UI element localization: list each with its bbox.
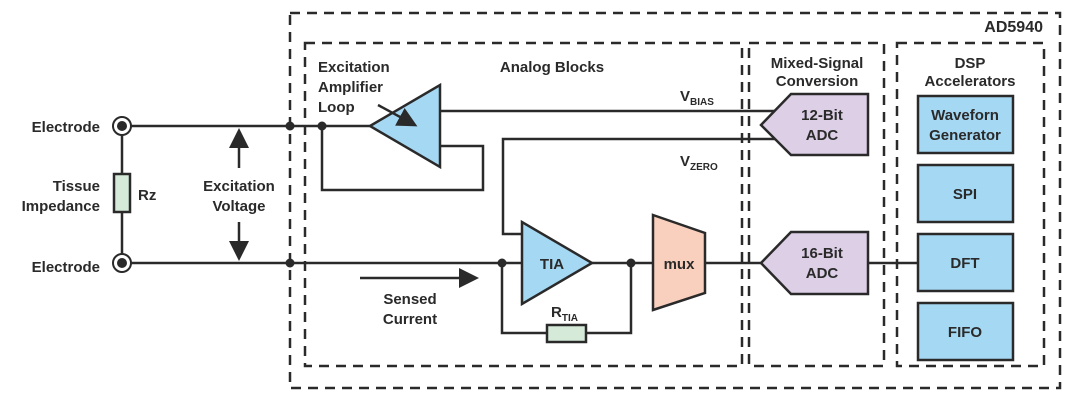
electrode-bottom-label: Electrode [32, 259, 100, 276]
analog-blocks-title: Analog Blocks [500, 59, 604, 76]
dft-label: DFT [950, 255, 979, 272]
tia-amplifier [520, 219, 595, 307]
mixed-signal-title-line2: Conversion [776, 73, 859, 90]
excitation-amplifier [367, 82, 442, 170]
mux-block [651, 213, 707, 312]
waveform-generator-block [916, 94, 1015, 155]
rtia-feedback-wire [500, 263, 547, 335]
spi-label: SPI [953, 186, 977, 203]
amp-feedback-wire [320, 126, 485, 192]
vzero-label: VZERO [680, 153, 718, 173]
mixed-signal-title-line1: Mixed-Signal [771, 55, 864, 72]
adc16-label-line1: 16-Bit [801, 245, 843, 262]
adc16-label-line2: ADC [806, 265, 839, 282]
rtia-subscript: TIA [562, 313, 578, 324]
vzero-subscript: ZERO [690, 162, 718, 173]
waveform-generator-line2: Generator [929, 127, 1001, 144]
adc12-label-line1: 12-Bit [801, 107, 843, 124]
adc-12bit [759, 92, 870, 157]
excitation-voltage-line2: Voltage [212, 198, 265, 215]
loop-pointer-arrow [377, 103, 418, 127]
vbias-label: VBIAS [680, 88, 714, 108]
adc-16bit [759, 230, 870, 296]
vzero-main: V [680, 153, 690, 170]
vbias-subscript: BIAS [690, 97, 714, 108]
sensed-current-line1: Sensed [383, 291, 436, 308]
rz-label: Rz [138, 187, 156, 204]
vbias-main: V [680, 88, 690, 105]
electrode-bottom-dot [117, 258, 127, 268]
ad5940-chip-boundary [288, 11, 1062, 390]
adc12-label-line2: ADC [806, 127, 839, 144]
mixed-signal-section [747, 41, 886, 368]
excitation-voltage-line1: Excitation [203, 178, 275, 195]
spi-block [916, 163, 1015, 224]
loop-label-line1: Excitation [318, 59, 390, 76]
rtia-resistor [545, 323, 588, 344]
tissue-label-line2: Impedance [22, 198, 100, 215]
rtia-label: RTIA [551, 304, 578, 324]
tia-label: TIA [540, 256, 564, 273]
dft-block [916, 232, 1015, 293]
rtia-feedback-wire-right [586, 263, 633, 335]
rz-resistor [112, 172, 132, 214]
electrode-top-label: Electrode [32, 119, 100, 136]
rtia-main: R [551, 304, 562, 321]
tissue-label-line1: Tissue [53, 178, 100, 195]
loop-label-line3: Loop [318, 99, 355, 116]
chip-label: AD5940 [984, 19, 1043, 36]
dsp-title-line1: DSP [955, 55, 986, 72]
sensed-current-line2: Current [383, 311, 437, 328]
loop-label-line2: Amplifier [318, 79, 383, 96]
fifo-block [916, 301, 1015, 362]
dsp-accelerators-section [895, 41, 1046, 368]
analog-blocks-section [303, 41, 744, 368]
dsp-title-line2: Accelerators [925, 73, 1016, 90]
vzero-wire [501, 137, 785, 236]
mux-label: mux [664, 256, 696, 273]
waveform-generator-line1: Waveforn [931, 107, 999, 124]
fifo-label: FIFO [948, 324, 982, 341]
electrode-top-dot [117, 121, 127, 131]
